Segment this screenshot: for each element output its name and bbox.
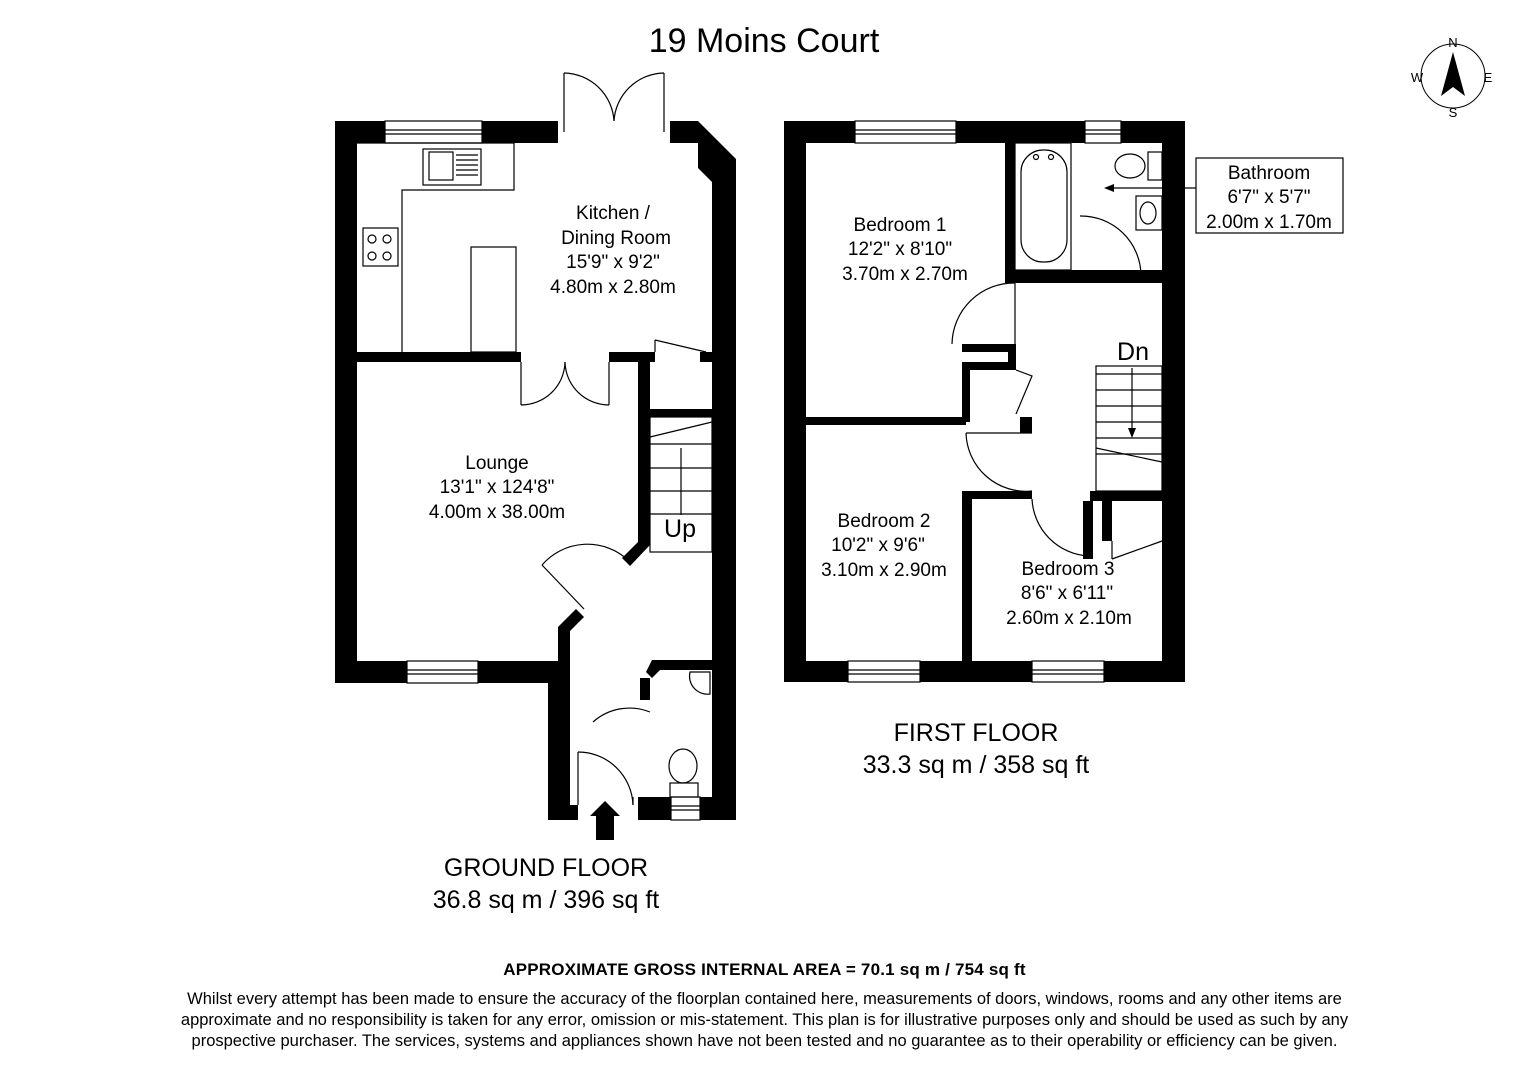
svg-text:13'1" x 124'8": 13'1" x 124'8": [440, 477, 555, 498]
stairs-down-label: Dn: [1117, 338, 1149, 366]
stairs-up-label: Up: [664, 515, 696, 543]
svg-text:Bedroom 1: Bedroom 1: [854, 215, 947, 236]
first-floor-walls: [784, 121, 1185, 682]
bathroom-callout-arrow-icon: [1104, 184, 1114, 192]
compass-s: S: [1449, 105, 1458, 120]
stairs-down-arrow-icon: [1128, 428, 1136, 438]
svg-text:4.00m x 38.00m: 4.00m x 38.00m: [429, 502, 565, 523]
plan-title: 19 Moins Court: [649, 22, 880, 60]
room-label-bedroom-3: Bedroom 3 8'6" x 6'11" 2.60m x 2.10m: [1006, 559, 1132, 629]
first-floor-label: FIRST FLOOR: [894, 719, 1059, 747]
ground-floor-label: GROUND FLOOR: [444, 854, 648, 882]
ground-floor-walls: [335, 121, 736, 820]
svg-text:2.60m x 2.10m: 2.60m x 2.10m: [1006, 608, 1132, 629]
svg-text:12'2" x 8'10": 12'2" x 8'10": [848, 239, 952, 260]
disclaimer-line: approximate and no responsibility is tak…: [180, 1011, 1349, 1029]
svg-text:2.00m x 1.70m: 2.00m x 1.70m: [1206, 212, 1332, 233]
svg-text:Bedroom 3: Bedroom 3: [1022, 559, 1115, 580]
svg-text:Lounge: Lounge: [465, 453, 528, 474]
svg-text:8'6" x 6'11": 8'6" x 6'11": [1021, 583, 1113, 604]
svg-text:4.80m x 2.80m: 4.80m x 2.80m: [550, 277, 676, 298]
first-floor-plan: Dn Bedroom 1 12'2" x 8'10" 3.70m x 2.70m…: [784, 120, 1344, 779]
room-label-bathroom: Bathroom 6'7" x 5'7" 2.00m x 1.70m: [1206, 163, 1332, 233]
room-label-lounge: Lounge 13'1" x 124'8" 4.00m x 38.00m: [429, 453, 565, 523]
room-label-kitchen: Kitchen / Dining Room 15'9" x 9'2" 4.80m…: [550, 203, 676, 298]
svg-text:Dining Room: Dining Room: [561, 228, 671, 249]
svg-text:Bedroom 2: Bedroom 2: [838, 511, 931, 532]
svg-text:3.10m x 2.90m: 3.10m x 2.90m: [821, 560, 947, 581]
svg-text:6'7" x 5'7": 6'7" x 5'7": [1227, 187, 1310, 208]
room-label-bedroom-1: Bedroom 1 12'2" x 8'10" 3.70m x 2.70m: [842, 215, 968, 285]
ground-floor-plan: Up Kitchen / Dining Room 15'9" x 9'2" 4.…: [335, 72, 736, 914]
svg-text:15'9" x 9'2": 15'9" x 9'2": [566, 252, 660, 273]
compass-icon: N E S W: [1411, 35, 1493, 120]
svg-text:Bathroom: Bathroom: [1228, 163, 1310, 184]
compass-e: E: [1484, 70, 1493, 85]
first-floor-openings: [847, 120, 1344, 683]
disclaimer-line: Whilst every attempt has been made to en…: [187, 990, 1342, 1008]
svg-text:Kitchen /: Kitchen /: [576, 203, 651, 224]
compass-w: W: [1411, 70, 1424, 85]
svg-text:10'2" x 9'6": 10'2" x 9'6": [831, 535, 925, 556]
disclaimer-line: prospective purchaser. The services, sys…: [191, 1032, 1338, 1050]
entrance-arrow-icon: [590, 801, 620, 840]
first-floor-area: 33.3 sq m / 358 sq ft: [863, 751, 1090, 779]
svg-text:3.70m x 2.70m: 3.70m x 2.70m: [842, 264, 968, 285]
ground-floor-area: 36.8 sq m / 396 sq ft: [433, 886, 660, 914]
ground-floor-openings: [357, 72, 713, 821]
disclaimer: Whilst every attempt has been made to en…: [0, 989, 1529, 1052]
compass-n: N: [1448, 35, 1457, 50]
room-label-bedroom-2: Bedroom 2 10'2" x 9'6" 3.10m x 2.90m: [821, 511, 947, 581]
gross-internal-area: APPROXIMATE GROSS INTERNAL AREA = 70.1 s…: [503, 960, 1026, 979]
